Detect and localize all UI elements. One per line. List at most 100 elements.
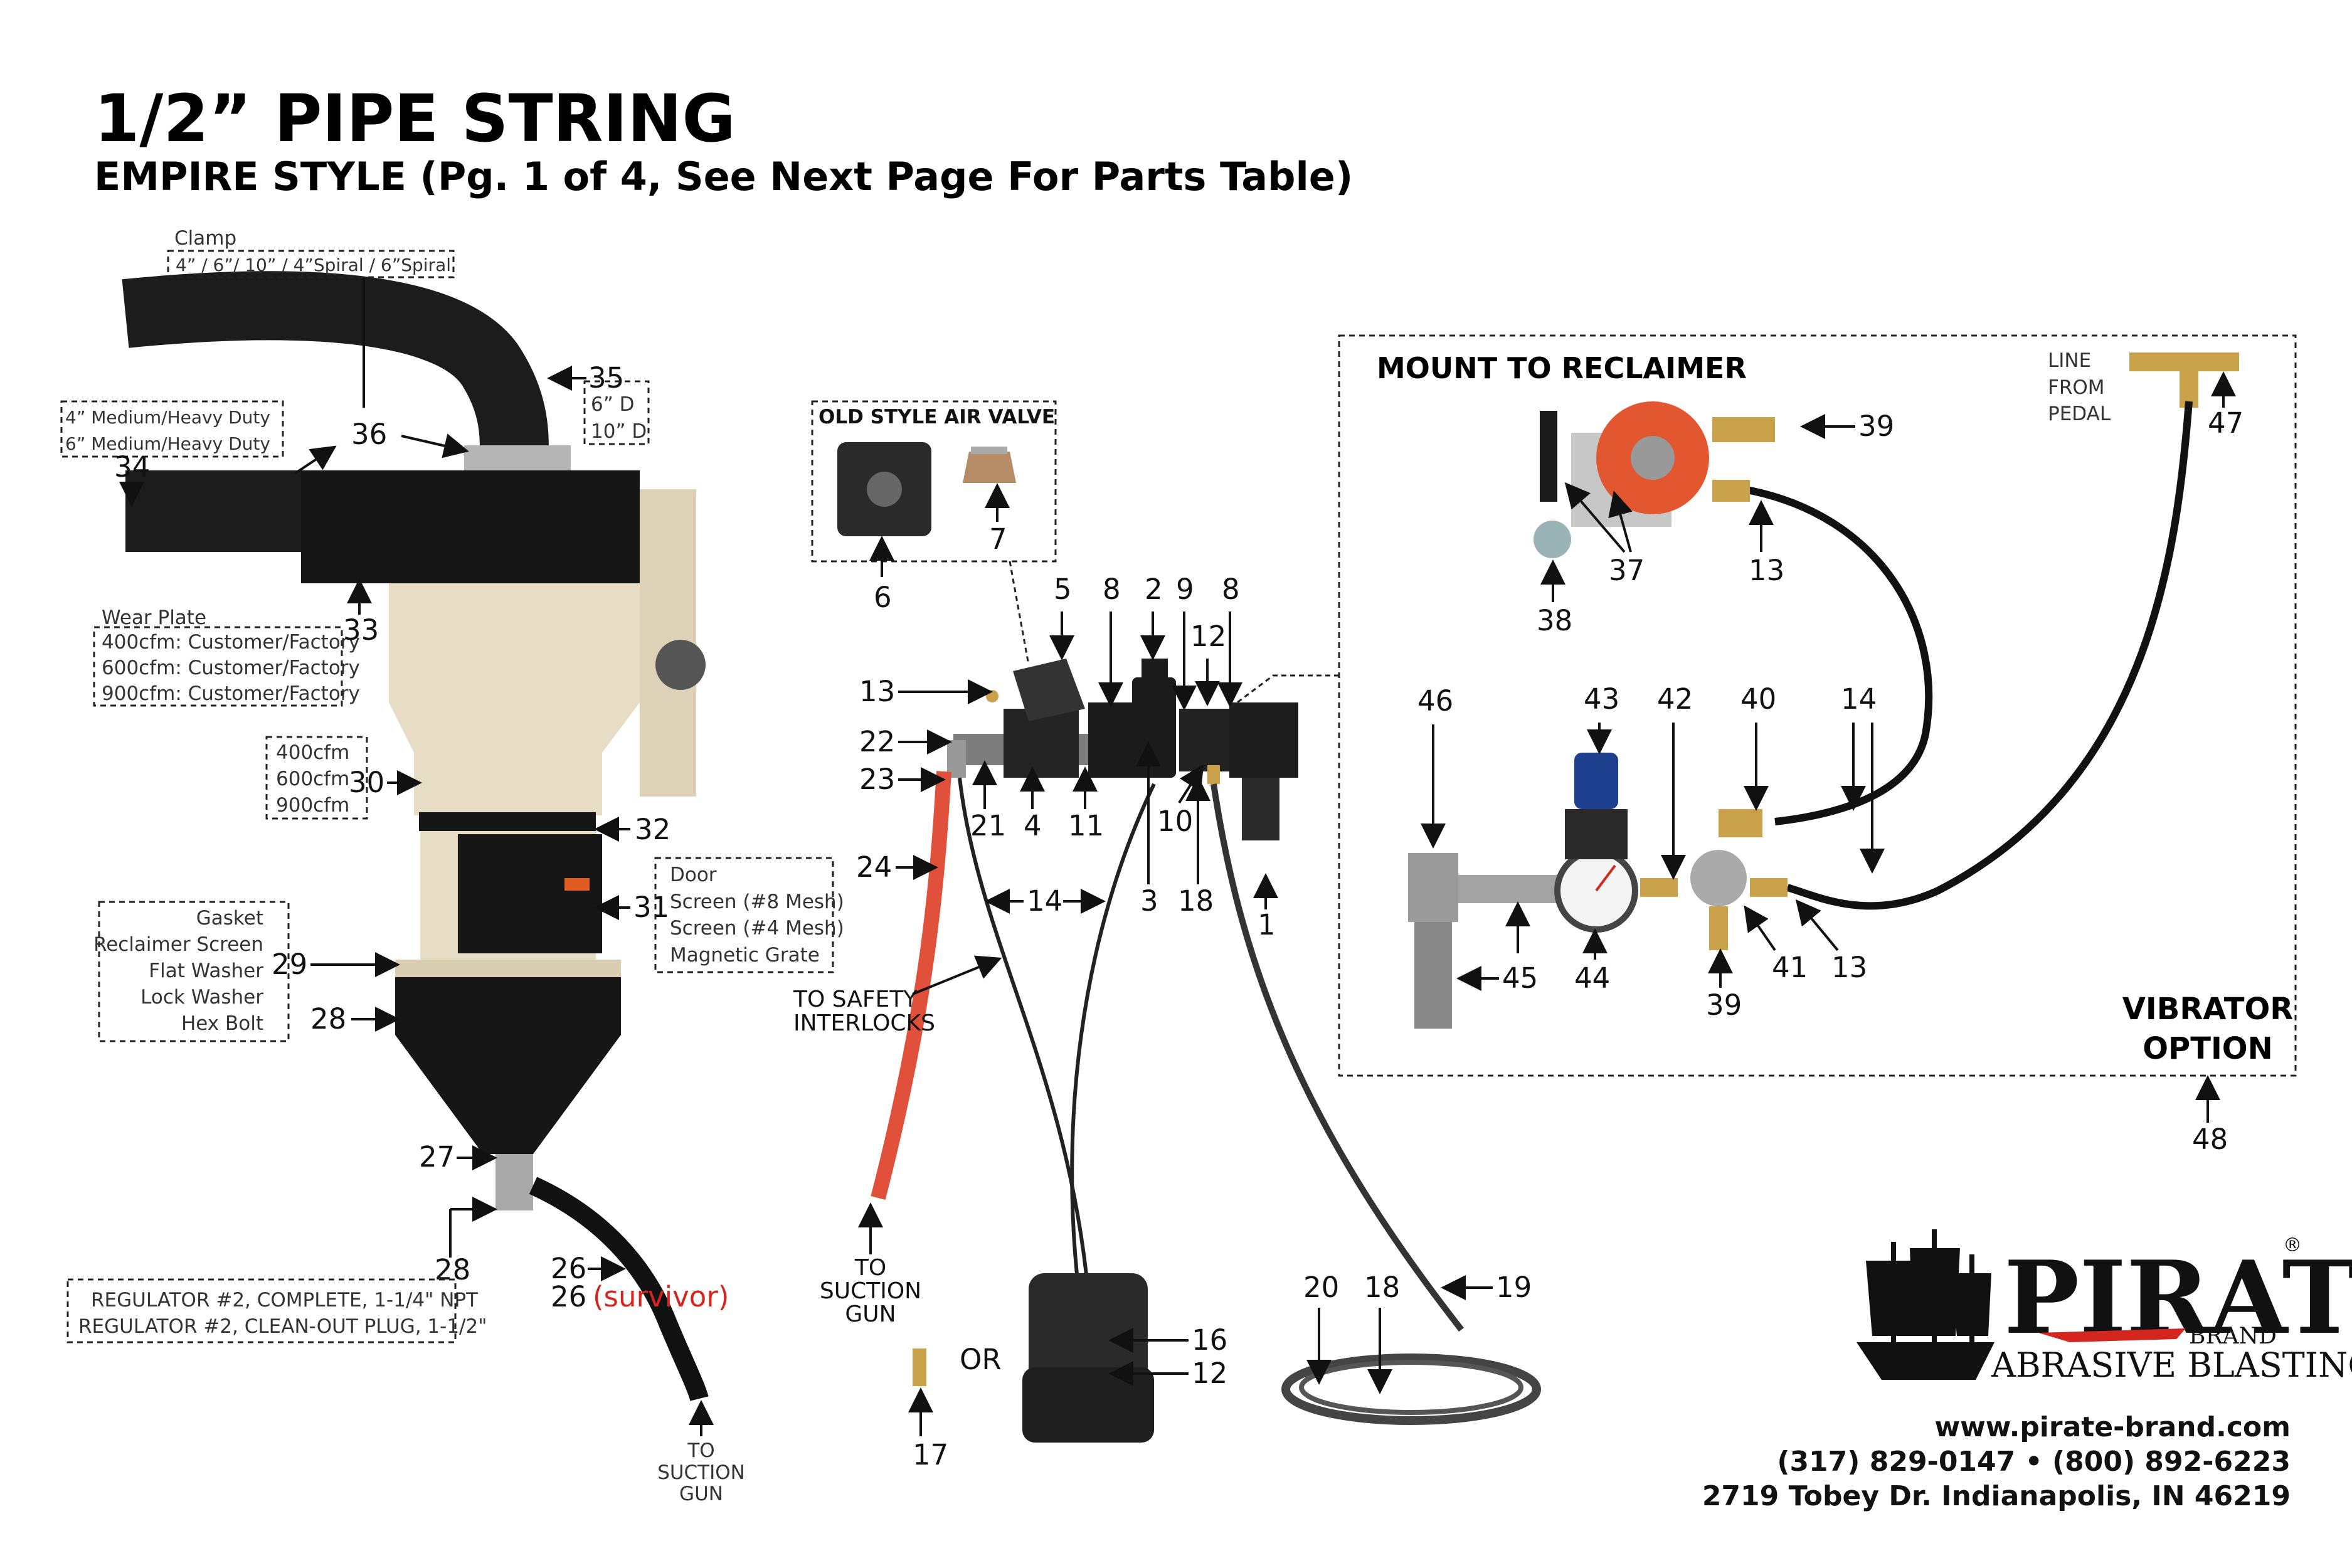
callout-32: 32: [635, 813, 670, 846]
to-suction-mid-3: GUN: [845, 1301, 896, 1327]
clamp-sizes: 4” / 6”/ 10” / 4”Spiral / 6”Spiral: [176, 255, 451, 275]
callout-30: 30: [349, 766, 384, 799]
interlock-line-a: [958, 777, 1090, 1293]
diameter-box: [583, 380, 650, 445]
callout-35: 35: [588, 361, 624, 395]
fitting-17: [913, 1348, 926, 1386]
callout-41: 41: [1772, 951, 1808, 984]
callout-39b: 39: [1706, 988, 1742, 1022]
callout-12a: 12: [1190, 620, 1226, 653]
callout-21: 21: [970, 809, 1006, 842]
reclaimer-body: [389, 583, 640, 815]
callout-37: 37: [1609, 554, 1645, 587]
callout-1: 1: [1258, 908, 1276, 941]
vibrator-option-box: [1338, 334, 2297, 1077]
clamp-box: [167, 250, 455, 278]
callout-47: 47: [2208, 406, 2243, 440]
tee-fitting: [2129, 352, 2239, 371]
pedal-hose: [1786, 401, 2193, 910]
website[interactable]: www.pirate-brand.com: [1934, 1411, 2291, 1443]
callout-2: 2: [1145, 573, 1163, 606]
callout-9: 9: [1176, 573, 1194, 606]
callout-36: 36: [351, 418, 387, 451]
to-safety-2: INTERLOCKS: [793, 1010, 935, 1036]
brand-word: BRAND: [2189, 1323, 2277, 1349]
brand-registered: ®: [2283, 1234, 2302, 1256]
old-air-valve-title: OLD STYLE AIR VALVE: [818, 406, 1055, 428]
callout-5: 5: [1054, 573, 1072, 606]
callout-13c: 13: [1831, 951, 1867, 984]
gauge-needle: [1595, 864, 1616, 892]
cfm-box: [265, 736, 368, 820]
callout-48: 48: [2192, 1123, 2228, 1156]
old-valve-port: [867, 472, 902, 507]
callout-42: 42: [1657, 682, 1693, 716]
callout-17: 17: [913, 1438, 948, 1471]
door-panel: [458, 834, 602, 953]
callout-14b: 14: [1841, 682, 1877, 716]
hose-14: [1742, 485, 1933, 825]
callout-18b: 18: [1364, 1271, 1400, 1304]
muffler: [963, 452, 1016, 483]
suction-hose: [529, 1177, 709, 1402]
callout-23: 23: [859, 763, 895, 796]
brand-name: PIRATE: [2004, 1239, 2352, 1357]
callout-44: 44: [1574, 961, 1610, 995]
callout-19: 19: [1496, 1271, 1532, 1304]
to-suction-left-2: SUCTION: [657, 1461, 745, 1484]
magnetic-grate: Magnetic Grate: [670, 944, 820, 967]
knob-43: [1574, 753, 1618, 809]
wear-400: 400cfm: Customer/Factory: [102, 631, 360, 654]
to-suction-mid-1: TO: [854, 1255, 886, 1281]
pipe-45: [1458, 875, 1565, 903]
callout-10: 10: [1157, 805, 1193, 838]
side-hose: [125, 470, 307, 552]
callout-8a: 8: [1103, 573, 1121, 606]
screen-8: Screen (#8 Mesh): [670, 891, 844, 913]
callout-34: 34: [114, 450, 150, 484]
hose-4: 4” Medium/Heavy Duty: [65, 407, 270, 428]
callout-46: 46: [1417, 684, 1453, 718]
ship-sails: [1866, 1248, 1991, 1336]
to-suction-left-1: TO: [687, 1439, 714, 1462]
line-from-pedal-3: PEDAL: [2048, 403, 2111, 425]
door-label-text: Door: [670, 864, 717, 886]
regulator-42-body: [1565, 809, 1628, 859]
callout-13a: 13: [859, 675, 895, 708]
upper-hose: [122, 271, 549, 452]
top-flange: [464, 445, 571, 470]
coiled-hose-inner: [1299, 1360, 1523, 1415]
callout-28-cone: 28: [310, 1002, 346, 1036]
hex-bolt: Hex Bolt: [181, 1012, 263, 1035]
mount-to-reclaimer-title: MOUNT TO RECLAIMER: [1377, 351, 1747, 385]
mount-leader: [1230, 674, 1339, 709]
phone: (317) 829-0147 • (800) 892-6223: [1777, 1446, 2291, 1478]
gasket: Gasket: [196, 907, 263, 930]
pirate-logo: [1857, 1229, 1994, 1380]
line-from-pedal-1: LINE: [2048, 349, 2091, 372]
callout-13b: 13: [1749, 554, 1784, 587]
callout-39a: 39: [1858, 410, 1894, 443]
cfm-600: 600cfm: [276, 768, 349, 790]
page-title: 1/2” PIPE STRING: [94, 80, 736, 157]
door-label: [564, 878, 590, 891]
callout-45: 45: [1502, 961, 1538, 995]
or-label: OR: [960, 1343, 1002, 1376]
band-32: [419, 812, 596, 831]
elbow-40: [1719, 809, 1762, 837]
to-suction-mid-2: SUCTION: [820, 1278, 921, 1304]
hose-19: [1210, 783, 1464, 1332]
callout-28-regulator: 28: [435, 1253, 470, 1286]
size-6d: 6” D: [591, 393, 635, 416]
wear-plate-title: Wear Plate: [102, 607, 206, 629]
address: 2719 Tobey Dr. Indianapolis, IN 46219: [1702, 1480, 2291, 1512]
callout-27: 27: [419, 1140, 455, 1173]
callout-38: 38: [1537, 604, 1572, 637]
reclaimer-screen: Reclaimer Screen: [93, 933, 263, 956]
top-black-band: [301, 470, 640, 583]
callout-22: 22: [859, 725, 895, 758]
callout-40: 40: [1740, 682, 1776, 716]
valve-41: [1690, 850, 1747, 906]
callout-11: 11: [1068, 809, 1104, 842]
callout-14a: 14: [1027, 884, 1062, 918]
